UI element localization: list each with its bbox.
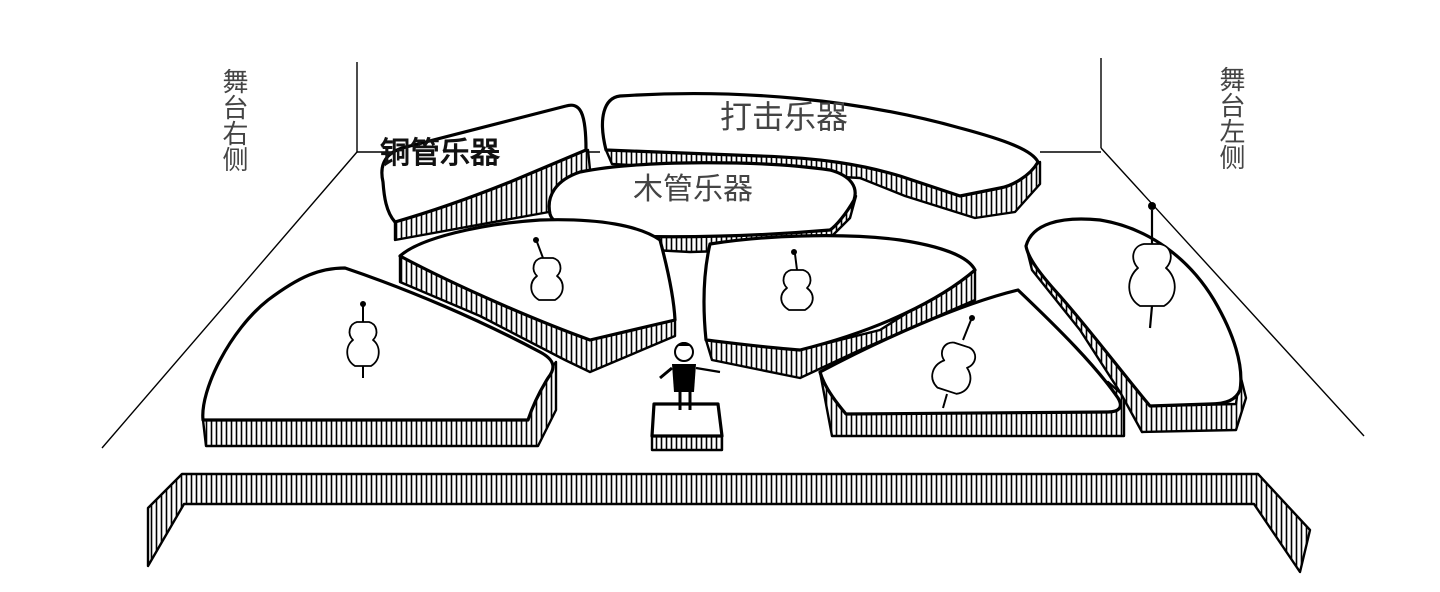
conductor-podium: [650, 402, 724, 452]
double-bass-icon: [1128, 202, 1176, 329]
front-left-string-platform: [201, 266, 558, 448]
woodwind-label: 木管乐器: [633, 172, 753, 207]
cello-front-right-icon: [931, 315, 977, 409]
brass-platform: [380, 103, 592, 242]
far-right-bass-platform: [1024, 217, 1248, 434]
stage-front-edge: [146, 472, 1312, 574]
brass-label: 铜管乐器: [380, 136, 501, 171]
cello-icon: [780, 249, 814, 311]
percussion-label: 打击乐器: [720, 98, 848, 136]
viola-icon: [530, 237, 564, 301]
stage-right-label: 舞台右侧: [218, 68, 248, 172]
center-right-string-platform: [702, 234, 977, 380]
stage-left-label: 舞台左侧: [1215, 66, 1245, 170]
conductor-figure: [659, 342, 721, 410]
violin-icon: [346, 301, 380, 378]
